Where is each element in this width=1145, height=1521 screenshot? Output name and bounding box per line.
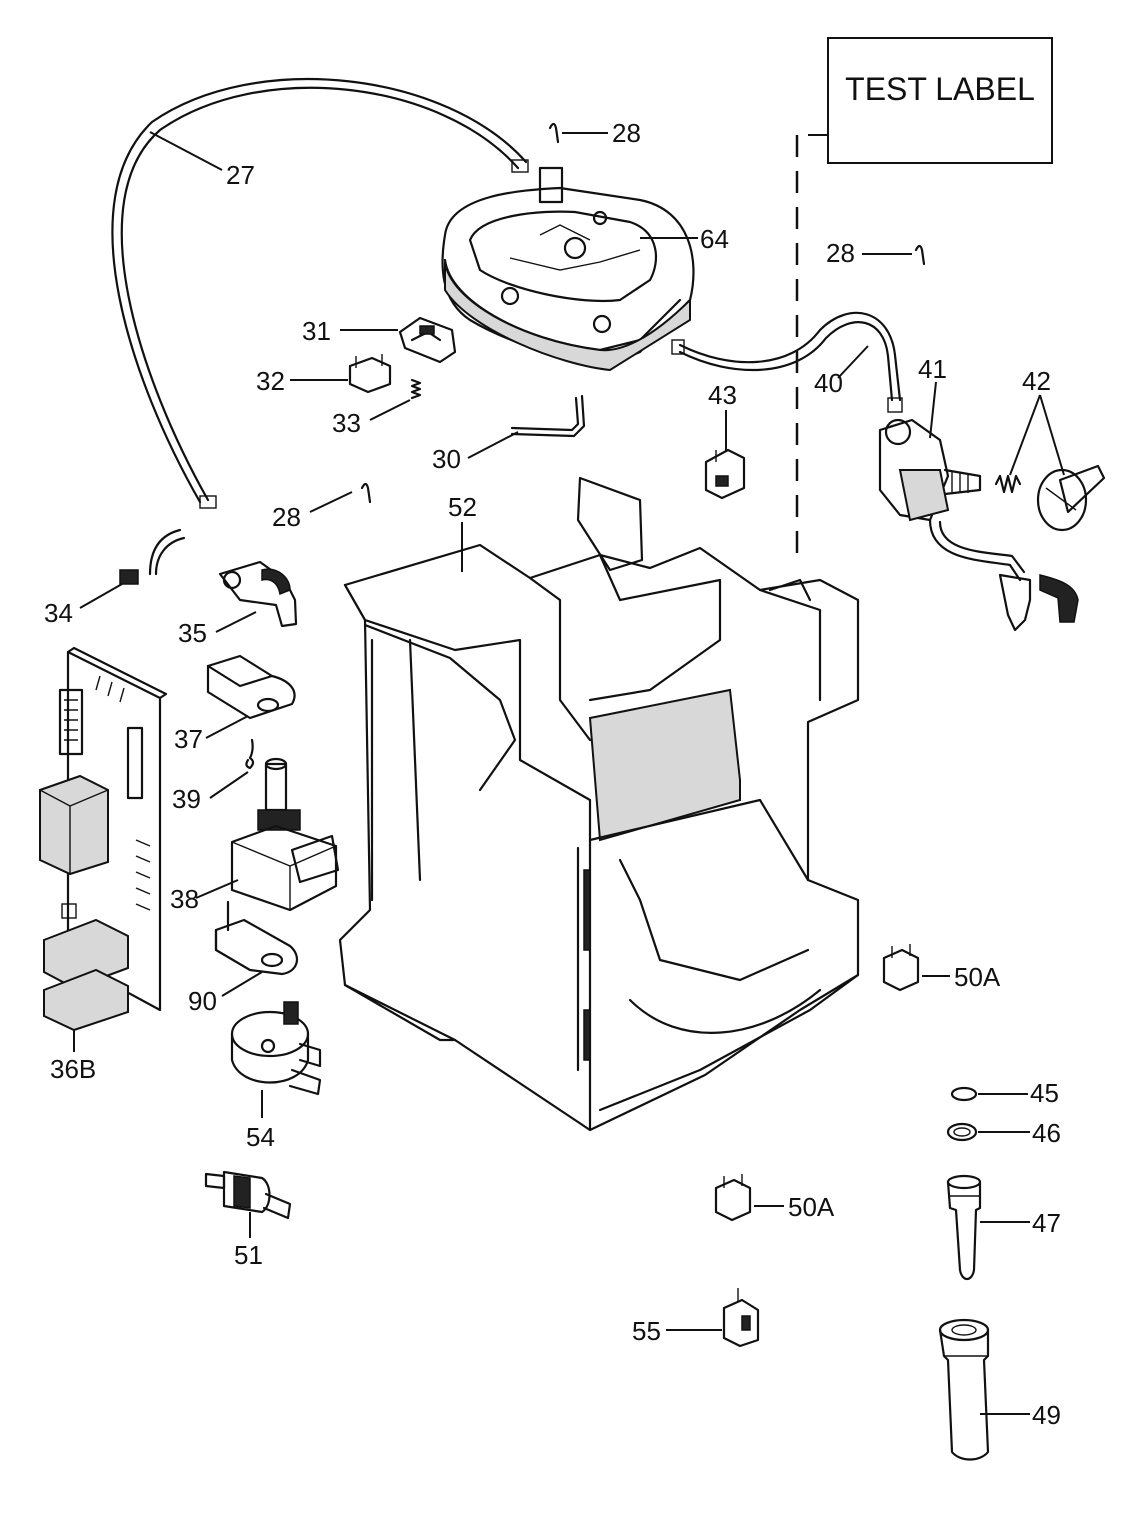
ring-45	[950, 1086, 978, 1102]
callout-37: 37	[174, 724, 203, 754]
callout-49: 49	[1032, 1400, 1061, 1430]
frame-52	[338, 476, 860, 1132]
callout-28-top: 28	[612, 118, 641, 148]
callout-41: 41	[918, 354, 947, 384]
knob-42	[994, 464, 1106, 532]
callout-27: 27	[226, 160, 255, 190]
callout-55: 55	[632, 1316, 661, 1346]
callout-39: 39	[172, 784, 201, 814]
switch-55	[722, 1288, 760, 1348]
tube-40	[671, 311, 903, 413]
callout-43: 43	[708, 380, 737, 410]
callout-52: 52	[448, 492, 477, 522]
block-32	[348, 354, 392, 394]
switch-50a-upper	[882, 944, 920, 992]
callout-32: 32	[256, 366, 285, 396]
callout-51: 51	[234, 1240, 263, 1270]
test-label-text: TEST LABEL	[845, 71, 1035, 107]
callout-34: 34	[44, 598, 73, 628]
callout-35: 35	[178, 618, 207, 648]
ring-46	[946, 1122, 978, 1142]
connector-31	[398, 316, 457, 364]
callout-54: 54	[246, 1122, 275, 1152]
callout-28-right: 28	[826, 238, 855, 268]
callout-45: 45	[1030, 1078, 1059, 1108]
pin-30	[510, 394, 586, 438]
bracket-90	[214, 900, 299, 976]
switch-43	[704, 448, 746, 500]
callout-28-mid: 28	[272, 502, 301, 532]
boiler-plate-64	[441, 166, 695, 372]
sensor-34	[119, 528, 186, 585]
test-label-box: TEST LABEL	[808, 37, 1053, 164]
callout-50a-upper: 50A	[954, 962, 1001, 992]
callout-90: 90	[188, 986, 217, 1016]
clip-28-right	[914, 244, 926, 266]
callout-64: 64	[700, 224, 729, 254]
filter-51	[204, 1170, 292, 1220]
callout-33: 33	[332, 408, 361, 438]
callout-31: 31	[302, 316, 331, 346]
spring-33	[410, 378, 422, 400]
solenoid-valve-35	[218, 560, 298, 628]
callout-38: 38	[170, 884, 199, 914]
callout-47: 47	[1032, 1208, 1061, 1238]
circuit-board-36b	[39, 646, 168, 1032]
hose-27	[111, 78, 529, 509]
pump-38	[230, 757, 340, 912]
clip-28-mid	[360, 482, 372, 504]
callout-42: 42	[1022, 366, 1051, 396]
tube-49	[938, 1318, 990, 1461]
clip-39	[245, 738, 255, 770]
callout-36b: 36B	[50, 1054, 96, 1084]
clip-28-top	[548, 122, 560, 144]
callout-30: 30	[432, 444, 461, 474]
callout-40: 40	[814, 368, 843, 398]
switch-50a-lower	[714, 1174, 752, 1222]
valve-41	[878, 418, 1079, 632]
callout-46: 46	[1032, 1118, 1061, 1148]
bracket-37	[206, 654, 296, 720]
flowmeter-54	[230, 1001, 322, 1096]
callout-50a-lower: 50A	[788, 1192, 835, 1222]
nozzle-47	[946, 1174, 982, 1281]
